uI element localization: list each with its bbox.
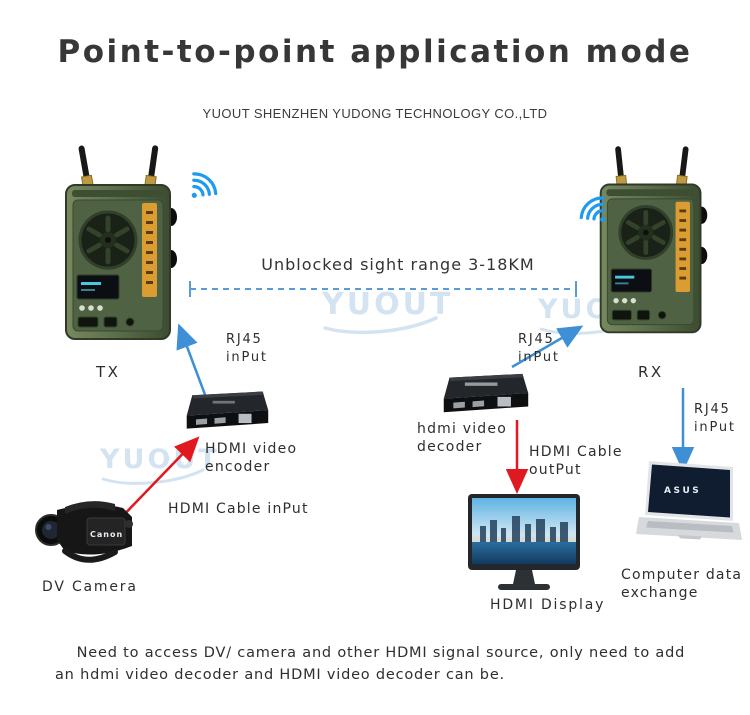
footer-note: Need to access DV/ camera and other HDMI…	[55, 645, 686, 684]
computer-exchange-label: Computer data exchange	[621, 567, 743, 602]
dv-camera-label: DV Camera	[42, 579, 138, 595]
laptop-screen	[648, 464, 730, 518]
status-leds	[79, 305, 103, 311]
camera-strap	[62, 548, 118, 563]
watermark-text: YUOUT	[100, 444, 220, 475]
skyline	[480, 516, 568, 542]
hdmi-encoder-device	[186, 391, 269, 429]
io-ports	[195, 413, 252, 425]
oled-screen	[610, 268, 653, 293]
oled-screen	[76, 274, 120, 300]
label-strip	[142, 203, 157, 297]
rx-label: RX	[638, 363, 664, 381]
rx-radio-device	[599, 146, 708, 334]
hdmi-encoder-label: HDMI video encoder	[205, 441, 298, 476]
watermark: YUOUT	[322, 290, 453, 336]
laptop-keyboard	[646, 521, 734, 533]
io-ports	[611, 309, 667, 321]
watermark-swoosh	[101, 468, 205, 485]
cooling-fan	[618, 205, 674, 260]
hdmi-decoder-device	[443, 373, 529, 413]
tx-label: TX	[96, 363, 121, 381]
sight-range-dashed-line	[189, 281, 577, 297]
page-title: Point-to-point application mode	[57, 34, 693, 70]
cooling-fan	[78, 210, 138, 270]
watermark-text: YUOUT	[322, 287, 454, 322]
antenna	[78, 145, 159, 189]
io-ports	[453, 396, 511, 409]
rj45-input-label-mid: RJ45 inPut	[518, 332, 560, 365]
wifi-signal-icon	[579, 196, 606, 222]
tx-radio-device	[65, 145, 177, 340]
monitor-stand	[513, 570, 535, 584]
wifi-signal-icon	[191, 172, 218, 198]
label-strip	[675, 201, 690, 293]
hdmi-display	[468, 494, 580, 590]
io-ports	[77, 316, 135, 328]
hdmi-display-label: HDMI Display	[490, 597, 606, 613]
watermark-swoosh	[323, 316, 438, 335]
hdmi-cable-output-label: HDMI Cable outPut	[529, 444, 623, 479]
dv-camera	[35, 501, 133, 563]
laptop	[636, 461, 742, 540]
hdmi-cable-input-label: HDMI Cable inPut	[168, 501, 309, 517]
camera-flip-screen	[86, 517, 126, 546]
hdmi-decoder-label: hdmi video decoder	[417, 421, 507, 456]
rj45-input-label-left: RJ45 inPut	[226, 332, 268, 365]
watermark: YUOUT	[100, 446, 220, 487]
rj45-input-label-right: RJ45 inPut	[694, 402, 736, 435]
device-logo	[464, 382, 498, 386]
device-logo	[212, 400, 235, 404]
laptop-trackpad	[678, 535, 702, 540]
company-subtitle: YUOUT SHENZHEN YUDONG TECHNOLOGY CO.,LTD	[202, 106, 548, 121]
antenna	[615, 146, 689, 188]
sight-range-label: Unblocked sight range 3-18KM	[261, 255, 535, 274]
status-leds	[613, 297, 637, 304]
camera-handle	[65, 501, 115, 514]
